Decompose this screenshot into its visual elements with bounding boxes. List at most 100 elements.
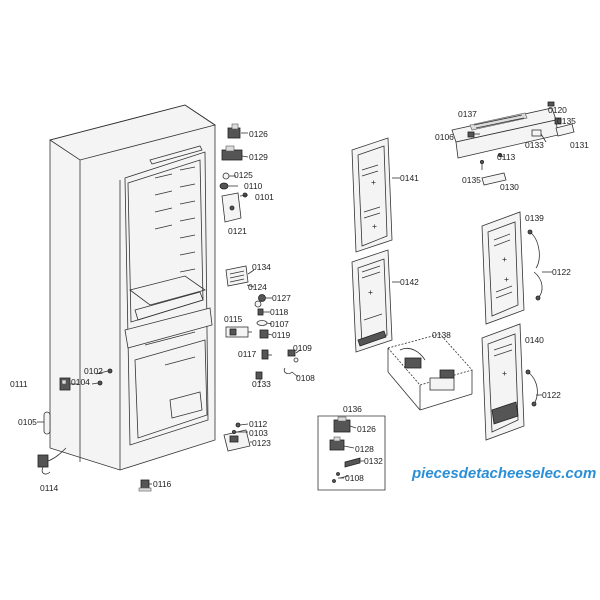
part-0107-shape	[256, 320, 268, 326]
label-0113: 0113	[497, 152, 516, 162]
part-0131-shape	[555, 123, 575, 137]
part-0115-shape	[225, 326, 249, 338]
label-0127: 0127	[272, 293, 291, 303]
label-0104: 0104	[71, 377, 90, 387]
door-lower-0142: +	[351, 249, 393, 353]
label-0112: 0112	[249, 419, 268, 429]
watermark-text: piecesdetacheeselec.com	[411, 465, 596, 482]
svg-text:+: +	[368, 287, 373, 297]
part-labels: 0126 0129 0125 0110 0101 0121 0134 0124 …	[10, 105, 589, 493]
label-0101: 0101	[255, 192, 274, 202]
part-0123-shape	[223, 429, 251, 452]
label-0130: 0130	[500, 182, 519, 192]
label-0121: 0121	[228, 226, 247, 236]
svg-text:+: +	[502, 368, 507, 378]
control-panel-0137	[451, 101, 575, 186]
part-0109-shape	[287, 349, 299, 363]
svg-text:+: +	[502, 254, 507, 264]
label-0106: 0106	[435, 132, 454, 142]
label-0108-b: 0108	[345, 473, 364, 483]
part-0110-shape	[219, 182, 229, 190]
part-0112-shape	[235, 422, 241, 428]
part-0120-shape	[547, 101, 555, 107]
hinges-0122a	[527, 229, 543, 301]
kit-0136	[317, 415, 386, 491]
label-0115: 0115	[224, 314, 243, 324]
label-0107: 0107	[270, 319, 289, 329]
label-0140: 0140	[525, 335, 544, 345]
label-0110: 0110	[244, 181, 263, 191]
part-0135b-shape	[479, 159, 484, 164]
label-0123: 0123	[252, 438, 271, 448]
hinges-0122b	[525, 369, 538, 407]
label-0132: 0132	[364, 456, 383, 466]
left-loose-parts	[37, 368, 152, 492]
part-0119-shape	[259, 329, 269, 339]
leader-lines	[37, 132, 552, 485]
part-0103-shape	[231, 429, 236, 434]
door-upper-0139: + +	[481, 211, 525, 325]
label-0124: 0124	[248, 282, 267, 292]
label-0109: 0109	[293, 343, 312, 353]
label-0138: 0138	[432, 330, 451, 340]
part-0102-shape	[107, 368, 113, 374]
svg-text:+: +	[371, 177, 376, 187]
label-0133-b: 0133	[525, 140, 544, 150]
label-0122-b: 0122	[542, 390, 561, 400]
shelf-rails	[154, 166, 196, 273]
label-0103: 0103	[249, 428, 268, 438]
center-small-parts	[219, 123, 299, 452]
label-0136: 0136	[343, 404, 362, 414]
label-0137: 0137	[458, 109, 477, 119]
label-0125: 0125	[234, 170, 253, 180]
svg-text:+: +	[372, 221, 377, 231]
part-0114-shape	[37, 447, 67, 475]
part-0133b-shape	[531, 129, 542, 137]
module-0138	[387, 333, 473, 411]
part-0104-shape	[97, 380, 103, 386]
label-0128: 0128	[355, 444, 374, 454]
part-0126-shape	[227, 123, 241, 139]
label-0114: 0114	[40, 483, 59, 493]
part-0127-shape	[258, 294, 266, 302]
part-0108-shape	[283, 367, 293, 375]
part-0118-shape	[257, 308, 264, 316]
label-0111: 0111	[10, 379, 28, 389]
label-0118: 0118	[270, 307, 289, 317]
part-0116-shape	[138, 479, 152, 492]
door-lower-0140: +	[481, 323, 525, 441]
label-0108: 0108	[296, 373, 315, 383]
part-0106-shape	[467, 131, 475, 138]
label-0122-a: 0122	[552, 267, 571, 277]
label-0142: 0142	[400, 277, 419, 287]
label-0141: 0141	[400, 173, 419, 183]
svg-text:+: +	[504, 274, 509, 284]
label-0139: 0139	[525, 213, 544, 223]
fridge-cabinet	[49, 104, 216, 471]
label-0116: 0116	[153, 479, 172, 489]
label-0105: 0105	[18, 417, 37, 427]
part-0117-shape	[261, 349, 269, 360]
part-0129-shape	[221, 145, 243, 161]
label-0102: 0102	[84, 366, 103, 376]
label-0129: 0129	[249, 152, 268, 162]
label-0120: 0120	[548, 105, 567, 115]
part-0133-shape	[255, 371, 263, 380]
part-0135a-shape	[554, 117, 562, 125]
label-0131: 0131	[570, 140, 589, 150]
label-0133: 0133	[252, 379, 271, 389]
part-0121-shape	[221, 192, 242, 223]
label-0119: 0119	[272, 330, 291, 340]
label-0117: 0117	[238, 349, 257, 359]
part-0105-shape	[43, 411, 51, 435]
part-0130-shape	[481, 172, 507, 186]
label-0126-b: 0126	[357, 424, 376, 434]
label-0135-a: 0135	[557, 116, 576, 126]
label-0126: 0126	[249, 129, 268, 139]
part-0125-shape	[222, 172, 230, 180]
part-0134-shape	[225, 265, 249, 287]
label-0135-b: 0135	[462, 175, 481, 185]
door-upper-0141: + +	[351, 137, 393, 253]
label-0134: 0134	[252, 262, 271, 272]
